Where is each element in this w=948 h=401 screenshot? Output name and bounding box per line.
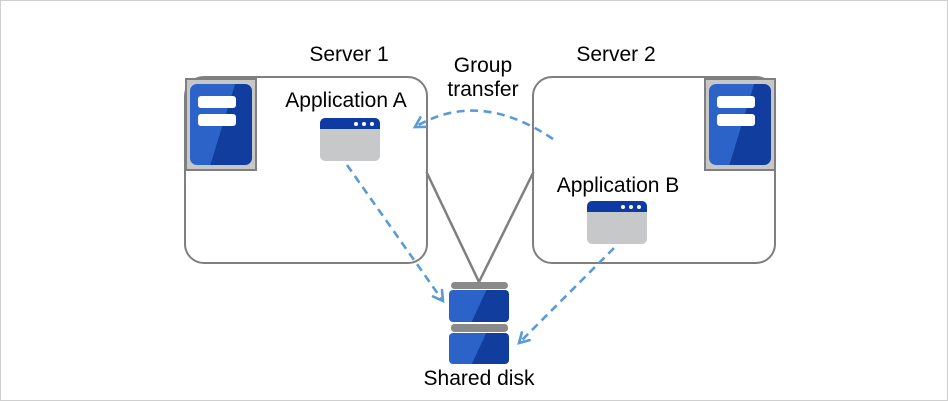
disk-platter [449,333,509,364]
server1-label: Server 1 [309,43,389,66]
application-a-window-icon [320,118,380,161]
shared-disk-label: Shared disk [423,367,535,390]
window-dot [370,121,374,126]
window-titlebar [587,201,647,212]
tower-drive-bay [198,96,236,108]
tower-drive-bay [717,96,755,108]
disk-cap [450,281,508,289]
server2-label: Server 2 [576,43,656,66]
window-dot [621,204,625,209]
application-b-window-icon [587,201,647,244]
server1-to-disk-line [425,171,481,283]
window-dot [637,204,641,209]
server2-to-disk-line [477,171,535,283]
window-titlebar [320,118,380,129]
tower-drive-bay [198,114,236,126]
disk-cap [450,324,508,332]
server2-tower-icon [704,78,776,171]
server-tower-body [709,84,771,165]
disk-platter [449,290,509,322]
group-transfer-label-line2: transfer [447,78,519,101]
window-dot [362,121,366,126]
shared-disk-icon [449,281,509,365]
server1-tower-icon [185,78,257,171]
server-tower-body [190,84,252,165]
tower-drive-bay [717,114,755,126]
window-dot [629,204,633,209]
application-a-label: Application A [285,89,407,112]
group-transfer-label: Group transfer [447,54,518,102]
group-transfer-label-line1: Group [453,54,513,77]
window-dot [354,121,358,126]
application-b-label: Application B [556,174,680,197]
